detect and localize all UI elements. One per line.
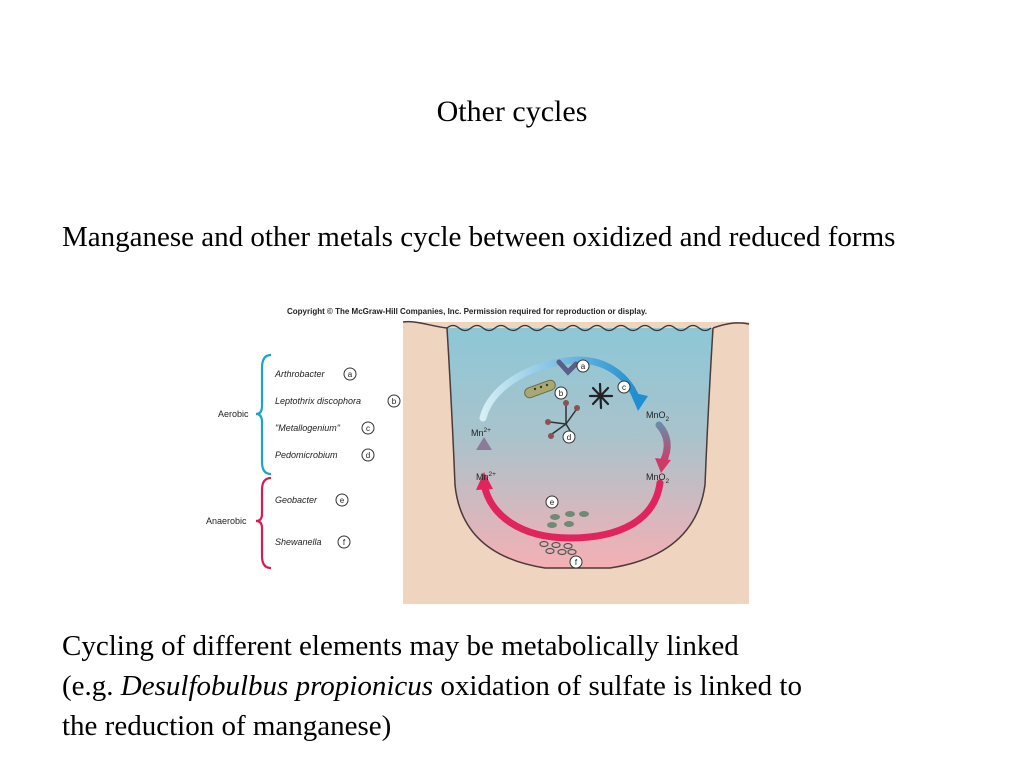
organism-name: Leptothrix discophora (275, 396, 361, 406)
key-circle (335, 493, 349, 507)
key-circle (337, 535, 351, 549)
organism-key: a (348, 370, 353, 379)
svg-text:b: b (559, 389, 564, 398)
mno2-top-label: MnO2 (646, 410, 670, 423)
aerobic-label: Aerobic (218, 409, 249, 419)
slide-title: Other cycles (436, 95, 588, 128)
organism-key: e (340, 496, 345, 505)
paragraph-suffix: oxidation of sulfate is linked to (433, 670, 802, 702)
key-circle (343, 367, 357, 381)
organism-name: Arthrobacter (274, 369, 326, 379)
linked-cycling-paragraph: Cycling of different elements may be met… (62, 626, 982, 746)
anaerobic-bracket (255, 476, 272, 570)
reduction-arrowhead (476, 472, 493, 490)
organism-d-budding: d (545, 400, 580, 444)
paragraph-prefix: (e.g. (62, 670, 121, 702)
organism-name: Pedomicrobium (275, 450, 338, 460)
organism-list: Arthrobacter a Leptothrix discophora b "… (274, 367, 401, 549)
right-vertical-arrow (655, 421, 671, 466)
organism-name: Geobacter (275, 495, 318, 505)
key-circle (361, 448, 375, 462)
left-bank (402, 320, 448, 329)
reduction-arrow (480, 479, 664, 542)
key-circle (387, 394, 401, 408)
figure-canvas: Copyright © The McGraw-Hill Companies, I… (206, 307, 750, 604)
intro-paragraph: Manganese and other metals cycle between… (62, 221, 896, 253)
svg-text:f: f (575, 558, 578, 567)
organism-a-rod: a (556, 359, 590, 376)
organism-c-filaments: c (588, 380, 631, 410)
mn2-top-label: Mn2+ (471, 427, 491, 438)
aerobic-bracket (255, 353, 272, 476)
water-surface-waves (446, 324, 712, 332)
oxidation-arrowhead (630, 392, 648, 411)
right-bank (712, 322, 750, 329)
organism-f-cells: f (539, 540, 583, 569)
paragraph-line: (e.g. Desulfobulbus propionicus oxidatio… (62, 666, 982, 706)
organism-name: Shewanella (275, 537, 322, 547)
organism-name: "Metallogenium" (275, 423, 341, 433)
svg-text:d: d (567, 433, 571, 442)
right-vertical-arrowhead (655, 458, 671, 473)
organism-key: d (366, 451, 370, 460)
mn2-bottom-label: Mn2+ (476, 471, 496, 482)
key-circle (361, 421, 375, 435)
basin-outline (446, 327, 714, 569)
svg-text:c: c (622, 383, 626, 392)
svg-text:a: a (581, 362, 586, 371)
manganese-cycle-figure: Copyright © The McGraw-Hill Companies, I… (200, 300, 760, 610)
species-name: Desulfobulbus propionicus (120, 670, 434, 702)
left-vertical-arrowhead (476, 437, 492, 450)
anaerobic-label: Anaerobic (206, 516, 247, 526)
svg-text:e: e (550, 498, 555, 507)
organism-key: c (366, 424, 370, 433)
mno2-bottom-label: MnO2 (646, 472, 670, 485)
organism-e-cells: e (545, 495, 589, 528)
paragraph-line: the reduction of manganese) (62, 710, 392, 742)
paragraph-line: Cycling of different elements may be met… (62, 630, 739, 662)
organism-b-sheathed-rod: b (524, 379, 568, 400)
organism-key: b (392, 397, 397, 406)
organism-key: f (343, 538, 346, 547)
copyright-notice: Copyright © The McGraw-Hill Companies, I… (287, 307, 647, 316)
